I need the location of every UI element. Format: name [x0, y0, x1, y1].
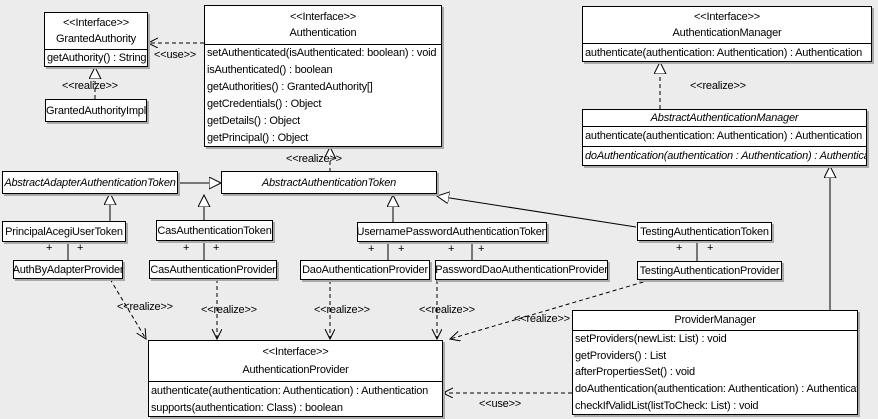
realize-edge-label: <<realize>> [62, 80, 118, 92]
class-name: DaoAuthenticationProvider [302, 264, 428, 276]
class-name: AuthenticationManager [672, 26, 782, 39]
realize-edge-label: <<realize>> [201, 304, 257, 316]
class-box-abstract-adapter-authentication-token: AbstractAdapterAuthenticationToken [2, 171, 178, 194]
realize-edge-label: <<realize>> [314, 304, 370, 316]
method-label: supports(authentication: Class) : boolea… [151, 401, 343, 414]
method-label: checkIfValidList(listToCheck: List) : vo… [575, 399, 759, 412]
class-box-testing-authentication-token: TestingAuthenticationToken [637, 222, 772, 241]
method-label: afterPropertiesSet() : void [575, 366, 695, 379]
method-label: getAuthority() : String [45, 49, 147, 66]
class-name: PasswordDaoAuthenticationProvider [435, 264, 608, 276]
class-name: CasAuthenticationToken [157, 224, 272, 237]
class-box-abstract-authentication-manager: AbstractAuthenticationManager authentica… [582, 109, 867, 166]
class-name: GrantedAuthorityImpl [46, 104, 146, 117]
class-name: UsernamePasswordAuthenticationToken [357, 226, 547, 238]
method-label: authenticate(authentication: Authenticat… [583, 126, 866, 146]
class-name: AuthByAdapterProvider [13, 263, 123, 276]
class-header: <<Interface>> GrantedAuthority [45, 13, 147, 49]
method-label: getPrincipal() : Object [207, 131, 309, 144]
realize-edge-label: <<realize>> [117, 301, 173, 313]
multiplicity-label: + [213, 242, 220, 254]
class-box-dao-authentication-provider: DaoAuthenticationProvider [300, 260, 430, 280]
class-header: ProviderManager [573, 311, 857, 330]
stereotype-label: <<Interface>> [262, 346, 329, 359]
multiplicity-label: + [676, 242, 683, 254]
class-name: Authentication [289, 27, 357, 40]
class-box-testing-authentication-provider: TestingAuthenticationProvider [637, 261, 782, 280]
class-header: <<Interface>> AuthenticationProvider [149, 341, 442, 381]
multiplicity-label: + [46, 242, 53, 254]
class-box-principal-acegi-user-token: PrincipalAcegiUserToken [2, 221, 126, 242]
multiplicity-label: + [398, 243, 405, 255]
class-box-authentication-provider: <<Interface>> AuthenticationProvider aut… [148, 340, 443, 417]
class-box-authentication: <<Interface>> Authentication setAuthenti… [204, 5, 442, 147]
class-header: <<Interface>> Authentication [205, 6, 441, 44]
realize-edge-label: <<realize>> [286, 153, 342, 165]
class-box-authentication-manager: <<Interface>> AuthenticationManager auth… [582, 6, 872, 62]
class-box-password-dao-authentication-provider: PasswordDaoAuthenticationProvider [435, 260, 608, 280]
class-name: TestingAuthenticationProvider [639, 264, 780, 277]
class-box-cas-authentication-token: CasAuthenticationToken [156, 220, 273, 241]
method-label: authenticate(authentication: Authenticat… [583, 43, 871, 61]
class-box-cas-authentication-provider: CasAuthenticationProvider [149, 260, 277, 279]
method-label: doAuthentication(authentication : Authen… [583, 145, 866, 166]
method-label: setProviders(newList: List) : void [573, 330, 857, 348]
method-label: getCredentials() : Object [207, 97, 322, 110]
realize-edge-authbyadapterprovider-authenticationprovider [109, 278, 146, 339]
class-header: AbstractAuthenticationManager [583, 110, 866, 126]
multiplicity-label: + [448, 243, 455, 255]
class-box-granted-authority-impl: GrantedAuthorityImpl [45, 99, 147, 122]
class-name: CasAuthenticationProvider [150, 263, 276, 276]
class-name: PrincipalAcegiUserToken [5, 225, 123, 238]
class-name: AuthenticationProvider [242, 363, 349, 376]
class-name: AbstractAuthenticationManager [650, 111, 799, 124]
method-label: getProviders() : List [575, 349, 667, 362]
realize-edge-label: <<realize>> [690, 80, 746, 92]
stereotype-label: <<Interface>> [694, 10, 760, 23]
class-name: GrantedAuthority [56, 32, 136, 45]
class-box-granted-authority: <<Interface>> GrantedAuthority getAuthor… [44, 12, 148, 67]
multiplicity-label: + [707, 242, 714, 254]
generalization-edge-testingtoken-abstracttoken [437, 196, 637, 228]
method-label: doAuthentication(authentication: Authent… [575, 383, 857, 396]
method-label: authenticate(authentication: Authenticat… [149, 381, 442, 399]
stereotype-label: <<Interface>> [290, 10, 356, 23]
class-name: TestingAuthenticationToken [640, 225, 769, 238]
realize-edge-label: <<realize>> [514, 313, 570, 325]
class-box-username-password-authentication-token: UsernamePasswordAuthenticationToken [357, 222, 547, 242]
class-box-abstract-authentication-token: AbstractAuthenticationToken [221, 171, 437, 194]
class-name: AbstractAdapterAuthenticationToken [4, 176, 176, 189]
multiplicity-label: + [368, 243, 375, 255]
multiplicity-label: + [77, 242, 84, 254]
method-label: isAuthenticated() : boolean [207, 64, 333, 77]
method-label: getDetails() : Object [207, 114, 301, 127]
class-box-provider-manager: ProviderManager setProviders(newList: Li… [572, 310, 858, 415]
method-label: setAuthenticated(isAuthenticated: boolea… [205, 44, 441, 62]
class-header: <<Interface>> AuthenticationManager [583, 7, 871, 43]
multiplicity-label: + [478, 243, 485, 255]
class-name: ProviderManager [674, 314, 756, 327]
realize-edge-label: <<realize>> [419, 304, 475, 316]
multiplicity-label: + [183, 242, 190, 254]
use-edge-label: <<use>> [154, 49, 197, 61]
use-edge-label: <<use>> [479, 398, 522, 410]
method-label: getAuthorities() : GrantedAuthority[] [207, 81, 373, 94]
class-name: AbstractAuthenticationToken [261, 176, 397, 189]
class-box-auth-by-adapter-provider: AuthByAdapterProvider [13, 260, 123, 279]
stereotype-label: <<Interface>> [63, 16, 129, 29]
